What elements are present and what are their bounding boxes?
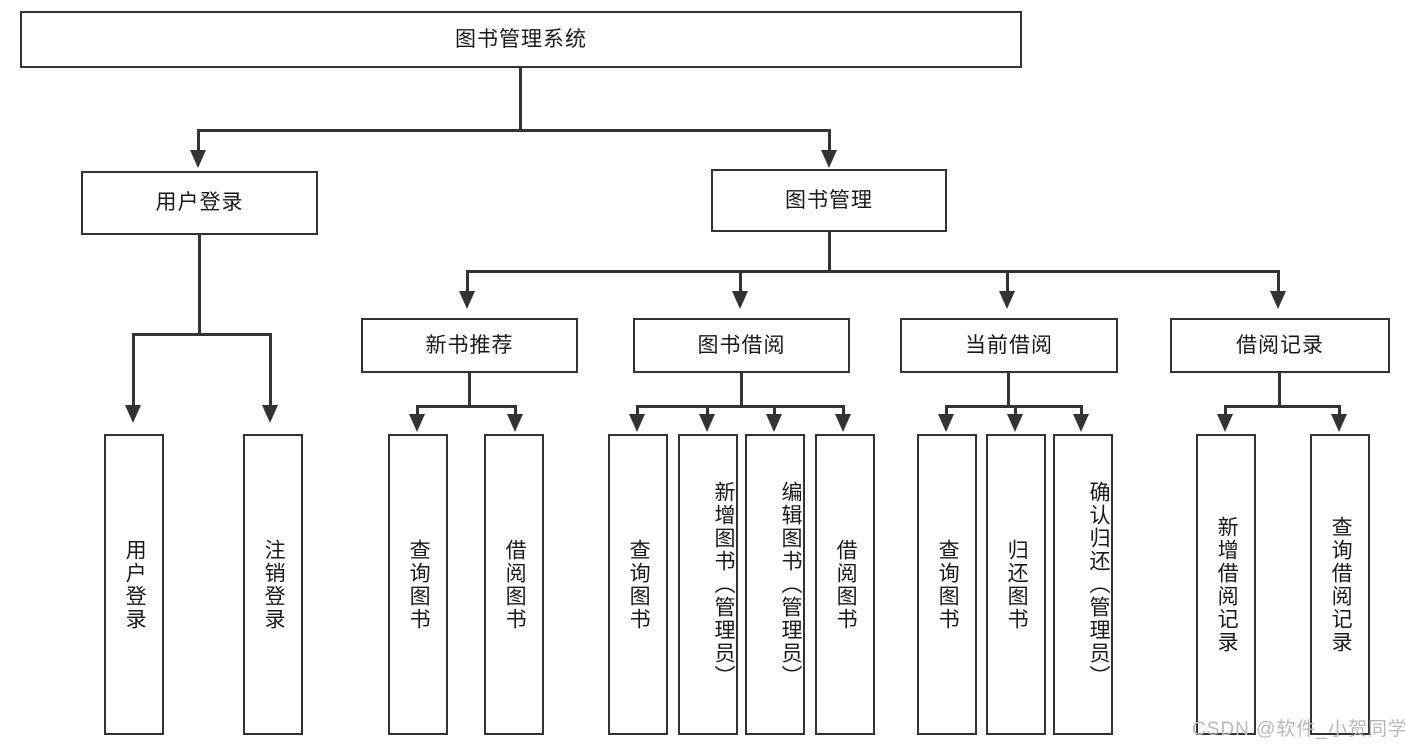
edge-borrow-bus xyxy=(636,405,845,408)
node-label: 图书管理系统 xyxy=(455,27,587,51)
node-label: 借阅记录 xyxy=(1236,333,1324,357)
node-label: 查询图书 xyxy=(936,538,960,631)
arrowhead-borrow-3 xyxy=(835,414,851,432)
arrowhead-record-1 xyxy=(1331,414,1347,432)
arrowhead-level1-1 xyxy=(821,150,837,168)
edge-borrow-drop-1 xyxy=(706,405,709,417)
edge-recommend-bus xyxy=(416,405,517,408)
edge-record-drop-1 xyxy=(1338,405,1341,417)
edge-userlogin-bus xyxy=(132,333,269,336)
arrowhead-level2-0 xyxy=(459,291,475,309)
leaf-add-book-admin[interactable]: 新增图书（管理员） xyxy=(678,434,738,735)
node-label: 当前借阅 xyxy=(965,333,1053,357)
arrowhead-record-0 xyxy=(1217,414,1233,432)
edge-borrow-drop-3 xyxy=(842,405,845,417)
edge-record-drop-0 xyxy=(1224,405,1227,417)
node-label: 新增图书（管理员） xyxy=(712,481,735,688)
node-label: 新增借阅记录 xyxy=(1215,515,1239,654)
arrowhead-borrow-0 xyxy=(629,414,645,432)
node-label: 用户登录 xyxy=(155,191,244,215)
edge-borrow-stem xyxy=(740,373,743,407)
leaf-add-borrow-record[interactable]: 新增借阅记录 xyxy=(1196,434,1256,735)
arrowhead-userlogin-1 xyxy=(262,405,278,423)
edge-borrow-drop-0 xyxy=(636,405,639,417)
node-label: 图书管理 xyxy=(785,188,873,212)
edge-level1-bus xyxy=(197,129,831,132)
node-label: 注销登录 xyxy=(262,538,286,631)
node-label: 用户登录 xyxy=(123,538,147,631)
arrowhead-level2-2 xyxy=(999,291,1015,309)
leaf-query-book-recommend[interactable]: 查询图书 xyxy=(388,434,448,735)
edge-recommend-stem xyxy=(468,373,471,407)
edge-current-drop-1 xyxy=(1014,405,1017,417)
edge-level1-drop-0 xyxy=(197,129,200,153)
edge-record-stem xyxy=(1278,373,1281,407)
node-new-book-recommend[interactable]: 新书推荐 xyxy=(361,318,578,373)
node-book-borrow[interactable]: 图书借阅 xyxy=(633,318,850,373)
edge-recommend-drop-1 xyxy=(514,405,517,417)
edge-level2-drop-1 xyxy=(739,270,742,294)
edge-level2-drop-0 xyxy=(466,270,469,294)
node-label: 查询图书 xyxy=(407,538,431,631)
edge-current-drop-2 xyxy=(1080,405,1083,417)
arrowhead-borrow-1 xyxy=(699,414,715,432)
edge-borrow-drop-2 xyxy=(773,405,776,417)
edge-userlogin-drop-0 xyxy=(132,333,135,408)
leaf-query-book-borrow[interactable]: 查询图书 xyxy=(608,434,668,735)
edge-root-stem xyxy=(519,68,522,131)
edge-level2-bus xyxy=(466,270,1280,273)
edge-current-stem xyxy=(1007,373,1010,407)
node-borrow-record[interactable]: 借阅记录 xyxy=(1170,318,1390,373)
node-book-management[interactable]: 图书管理 xyxy=(711,169,947,232)
node-label: 编辑图书（管理员） xyxy=(779,481,802,688)
arrowhead-userlogin-0 xyxy=(125,405,141,423)
edge-bookmgmt-stem xyxy=(828,232,831,272)
arrowhead-current-2 xyxy=(1073,414,1089,432)
node-label: 新书推荐 xyxy=(425,333,514,357)
node-label: 图书借阅 xyxy=(697,333,786,357)
node-current-borrow[interactable]: 当前借阅 xyxy=(900,318,1118,373)
node-label: 查询借阅记录 xyxy=(1329,515,1353,654)
edge-level2-drop-2 xyxy=(1006,270,1009,294)
leaf-edit-book-admin[interactable]: 编辑图书（管理员） xyxy=(745,434,805,735)
edge-current-drop-0 xyxy=(945,405,948,417)
node-label: 查询图书 xyxy=(627,538,651,631)
arrowhead-level1-0 xyxy=(190,150,206,168)
edge-level1-drop-1 xyxy=(828,129,831,153)
node-root-system[interactable]: 图书管理系统 xyxy=(20,11,1022,68)
leaf-query-borrow-record[interactable]: 查询借阅记录 xyxy=(1310,434,1370,735)
edge-level2-drop-3 xyxy=(1277,270,1280,294)
leaf-logout[interactable]: 注销登录 xyxy=(243,434,303,735)
leaf-borrow-book[interactable]: 借阅图书 xyxy=(815,434,875,735)
arrowhead-current-1 xyxy=(1007,414,1023,432)
arrowhead-level2-3 xyxy=(1270,291,1286,309)
node-user-login[interactable]: 用户登录 xyxy=(81,171,318,235)
edge-userlogin-drop-1 xyxy=(269,333,272,408)
node-label: 归还图书 xyxy=(1005,538,1029,631)
arrowhead-borrow-2 xyxy=(766,414,782,432)
leaf-confirm-return-admin[interactable]: 确认归还（管理员） xyxy=(1053,434,1113,735)
csdn-watermark: CSDN @软件_小贺同学 xyxy=(1192,719,1405,740)
leaf-borrow-book-recommend[interactable]: 借阅图书 xyxy=(484,434,544,735)
edge-recommend-drop-0 xyxy=(416,405,419,417)
arrowhead-level2-1 xyxy=(732,291,748,309)
edge-record-bus xyxy=(1224,405,1341,408)
arrowhead-current-0 xyxy=(938,414,954,432)
leaf-query-book-current[interactable]: 查询图书 xyxy=(917,434,977,735)
leaf-return-book[interactable]: 归还图书 xyxy=(986,434,1046,735)
leaf-user-login[interactable]: 用户登录 xyxy=(104,434,164,735)
node-label: 借阅图书 xyxy=(503,538,527,631)
edge-userlogin-stem xyxy=(198,235,201,335)
arrowhead-recommend-1 xyxy=(507,414,523,432)
node-label: 确认归还（管理员） xyxy=(1087,481,1110,688)
arrowhead-recommend-0 xyxy=(409,414,425,432)
node-label: 借阅图书 xyxy=(834,538,858,631)
